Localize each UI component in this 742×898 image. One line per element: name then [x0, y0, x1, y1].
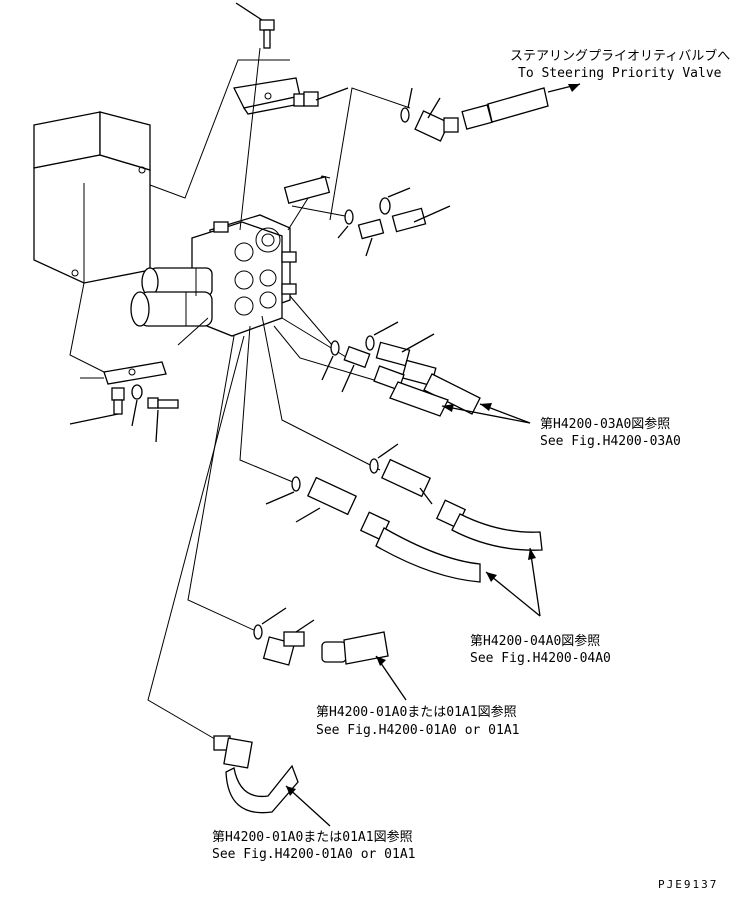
- ref-04a0-jp: 第H4200-04A0図参照: [470, 633, 600, 649]
- ref-01a0-lower-jp: 第H4200-01A0または01A1図参照: [212, 829, 413, 845]
- o-ring-03a: [321, 340, 340, 381]
- lower-bolt-b: [147, 397, 179, 443]
- adapter-04a: [295, 476, 358, 523]
- plug-mid: [357, 218, 385, 257]
- bracket-bolt: [293, 87, 349, 107]
- hose-01a-lower: [225, 764, 299, 814]
- elbow-01a-upper: [262, 619, 315, 666]
- ref-03a0-jp: 第H4200-03A0図参照: [540, 416, 670, 432]
- elbow-steering: [414, 97, 459, 142]
- hose-01a-upper: [321, 631, 389, 665]
- steering-callout-jp: ステアリングプライオリティバルブへ: [510, 48, 730, 64]
- steering-callout-en: To Steering Priority Valve: [518, 66, 722, 81]
- o-ring-03b: [365, 321, 399, 351]
- lower-bolt-a: [69, 387, 125, 425]
- drawing-code: PJE9137: [658, 878, 718, 891]
- hose-04a: [359, 511, 481, 583]
- connector-03b: [375, 333, 435, 367]
- lower-bracket: [103, 361, 167, 385]
- o-ring-01a-upper: [253, 607, 287, 640]
- o-ring-mid2: [379, 187, 411, 215]
- o-ring-steering: [400, 87, 413, 123]
- top-bolt: [235, 2, 275, 49]
- ref-03a0-en: See Fig.H4200-03A0: [540, 434, 681, 449]
- valve-cover: [33, 111, 151, 284]
- o-ring-04b: [369, 443, 399, 474]
- hose-03b: [373, 365, 449, 417]
- hose-03a: [401, 359, 481, 415]
- control-valve: [130, 214, 297, 337]
- ref-01a0-upper-jp: 第H4200-01A0または01A1図参照: [316, 704, 517, 720]
- adapter-04b: [380, 458, 433, 505]
- washer: [131, 384, 143, 427]
- hose-04b: [435, 499, 543, 551]
- ref-01a0-upper-en: See Fig.H4200-01A0 or 01A1: [316, 723, 520, 738]
- plug-mid2: [391, 205, 451, 233]
- elbow-01a-lower: [213, 735, 253, 769]
- connector-03a: [341, 345, 371, 393]
- upper-bracket: [233, 77, 301, 115]
- o-ring-04a: [265, 476, 301, 505]
- o-ring-mid1: [337, 209, 354, 239]
- ref-01a0-lower-en: See Fig.H4200-01A0 or 01A1: [212, 847, 416, 862]
- ref-04a0-en: See Fig.H4200-04A0: [470, 651, 611, 666]
- hose-steering: [461, 87, 549, 130]
